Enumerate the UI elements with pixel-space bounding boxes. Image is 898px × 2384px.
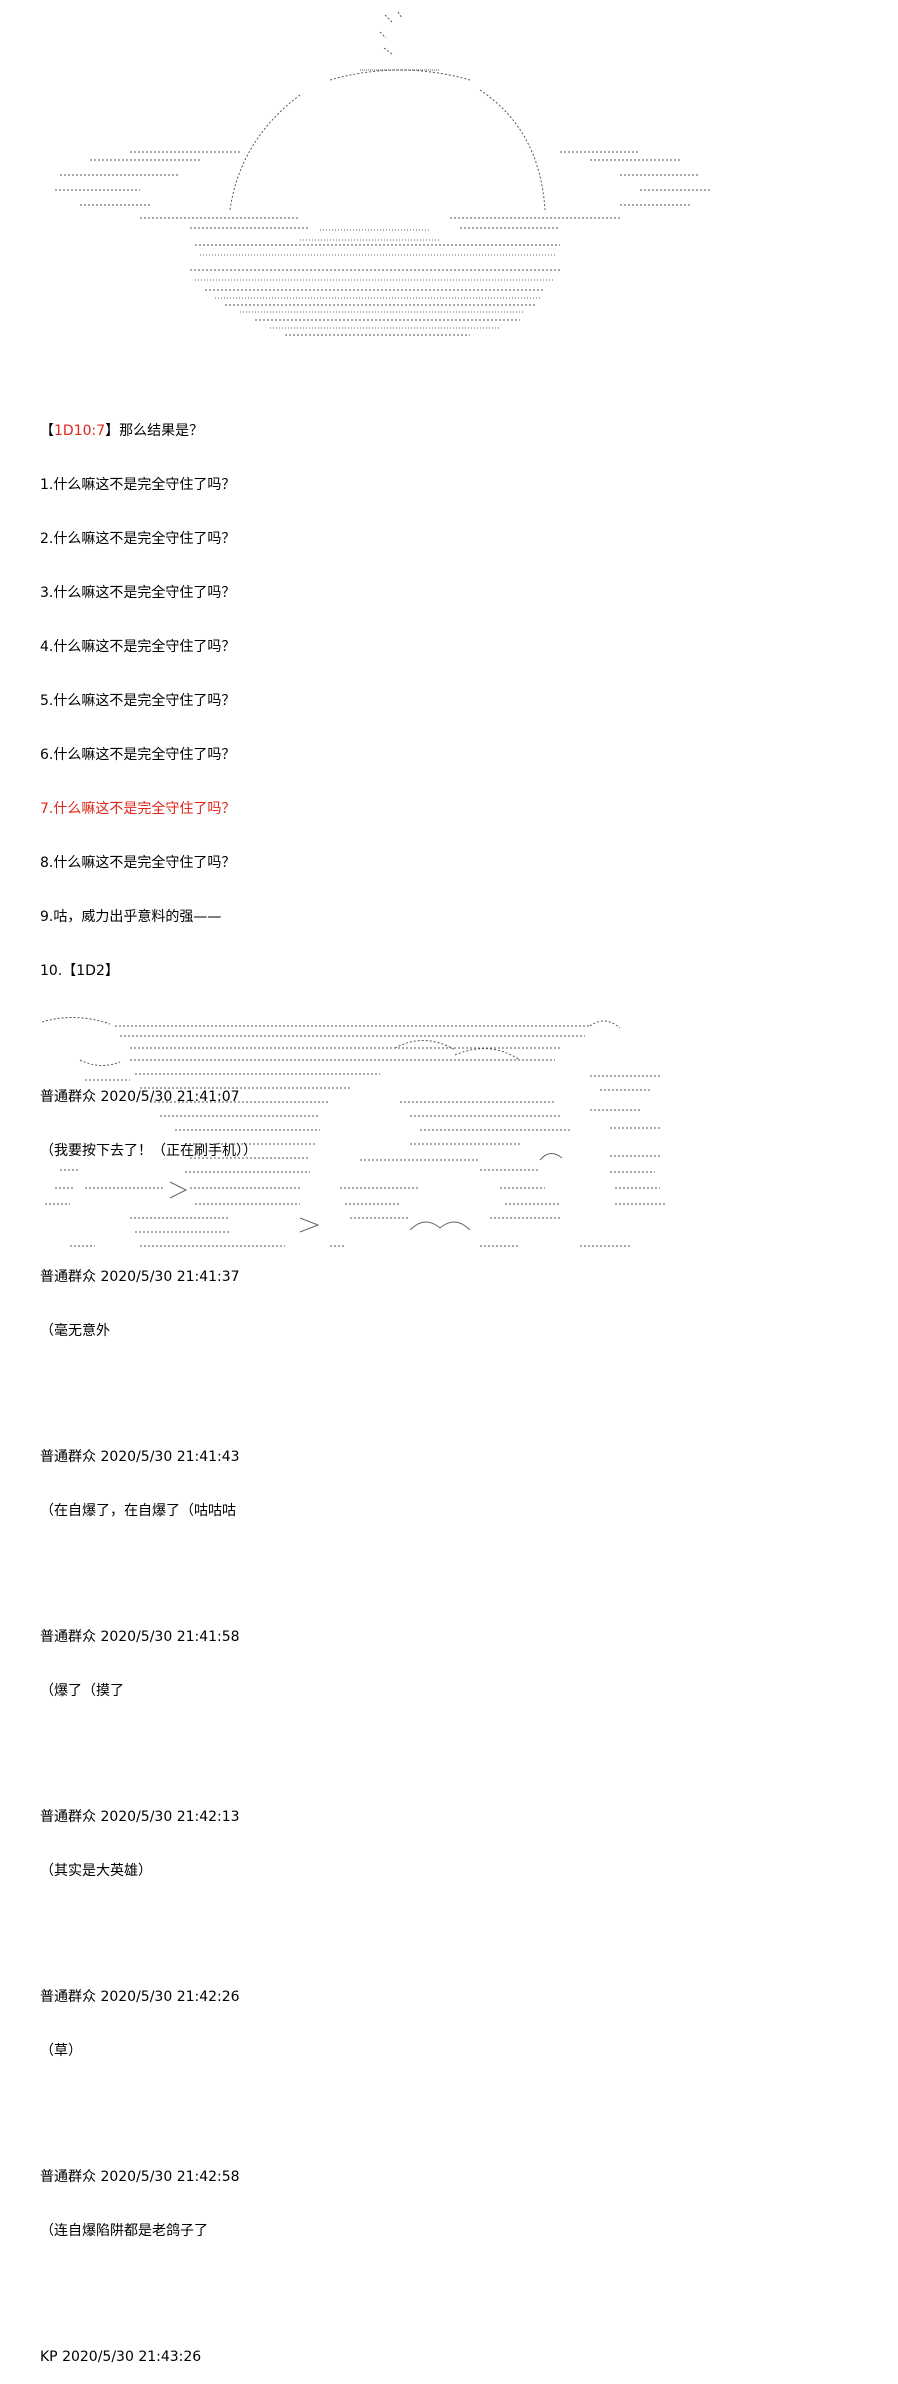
- comment-header: 普通群众 2020/5/30 21:42:58: [40, 2169, 240, 2185]
- comment-text: （毫无意外: [40, 1323, 110, 1339]
- result-header: 【1D10:7】那么结果是？: [40, 423, 204, 439]
- comment-text: （我要按下去了！（正在刷手机））: [40, 1143, 257, 1159]
- comment-text: （草）: [40, 2043, 82, 2059]
- comment-text: （爆了（摸了: [40, 1683, 124, 1699]
- option-7-selected: 7.什么嘛这不是完全守住了吗？: [40, 801, 236, 817]
- comment-header: 普通群众 2020/5/30 21:42:26: [40, 1989, 240, 2005]
- post-text: 【1D10:7】那么结果是？ 1.什么嘛这不是完全守住了吗？ 2.什么嘛这不是完…: [40, 386, 860, 2384]
- comment-header: 普通群众 2020/5/30 21:41:07: [40, 1089, 240, 1105]
- comment-text: （其实是大英雄）: [40, 1863, 152, 1879]
- comment-header: 普通群众 2020/5/30 21:42:13: [40, 1809, 240, 1825]
- option-8: 8.什么嘛这不是完全守住了吗？: [40, 855, 236, 871]
- smoke-cloud-ascii-art: [41, 1016, 665, 1247]
- comment-text: （在自爆了，在自爆了（咕咕咕: [40, 1503, 236, 1519]
- comment-header: 普通群众 2020/5/30 21:41:37: [40, 1269, 240, 1285]
- option-2: 2.什么嘛这不是完全守住了吗？: [40, 531, 236, 547]
- dice-roll: 1D10:7: [54, 423, 106, 439]
- option-1: 1.什么嘛这不是完全守住了吗？: [40, 477, 236, 493]
- comment-text: （连自爆陷阱都是老鸽子了: [40, 2223, 208, 2239]
- comment-header: 普通群众 2020/5/30 21:41:43: [40, 1449, 240, 1465]
- option-10: 10.【1D2】: [40, 963, 119, 979]
- kp-header: KP 2020/5/30 21:43:26: [40, 2349, 202, 2365]
- option-4: 4.什么嘛这不是完全守住了吗？: [40, 639, 236, 655]
- comment-header: 普通群众 2020/5/30 21:41:58: [40, 1629, 240, 1645]
- option-5: 5.什么嘛这不是完全守住了吗？: [40, 693, 236, 709]
- option-9: 9.咕，威力出乎意料的强——: [40, 909, 222, 925]
- option-3: 3.什么嘛这不是完全守住了吗？: [40, 585, 236, 601]
- option-6: 6.什么嘛这不是完全守住了吗？: [40, 747, 236, 763]
- mushroom-cloud-ascii-art: [55, 11, 710, 336]
